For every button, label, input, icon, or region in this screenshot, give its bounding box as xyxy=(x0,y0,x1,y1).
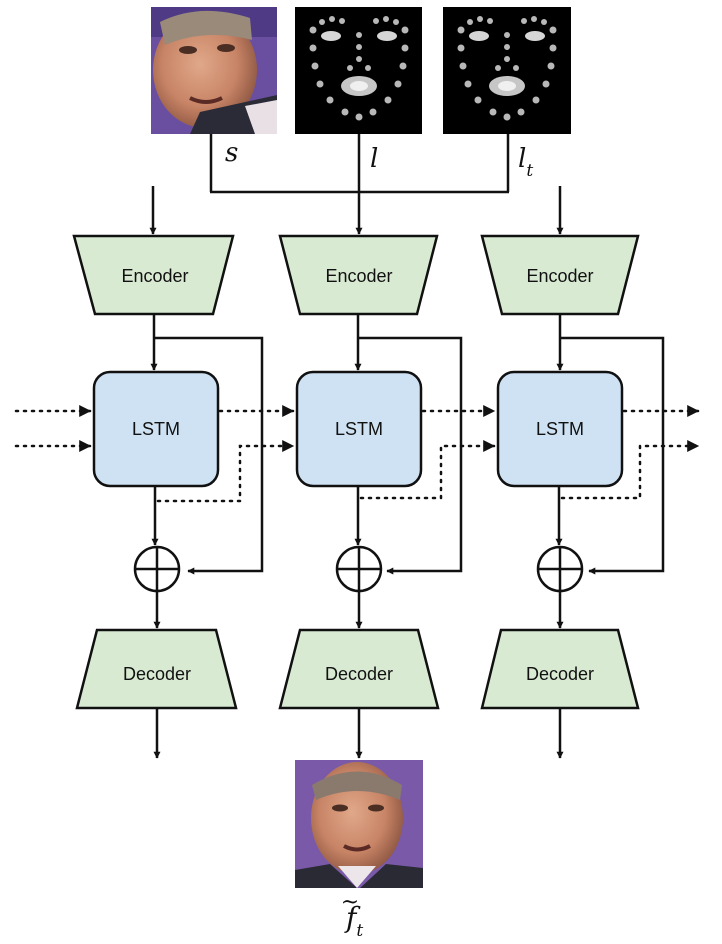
output-face-image xyxy=(295,760,423,888)
lstm-label: LSTM xyxy=(335,419,383,439)
encoder-block xyxy=(480,234,640,316)
cell-state-1-2 xyxy=(156,440,295,503)
decoder-block xyxy=(75,628,238,710)
encoder-label: Encoder xyxy=(325,266,392,286)
sum-operator-icon xyxy=(335,545,383,593)
target-landmark-heatmap-image xyxy=(443,7,571,134)
encoder-block xyxy=(72,234,235,316)
landmark-heatmap-image xyxy=(295,7,422,134)
column-3: Encoder LSTM Decoder xyxy=(480,234,665,759)
encoder-block xyxy=(278,234,439,316)
cell-state-2-3 xyxy=(359,440,496,500)
decoder-label: Decoder xyxy=(325,664,393,684)
skip-connection xyxy=(358,336,463,575)
output-label: ~ ft xyxy=(341,890,364,941)
source-label: s xyxy=(225,138,238,168)
output-symbol: ft xyxy=(344,901,363,941)
cell-state-out xyxy=(560,440,700,500)
decoder-label: Decoder xyxy=(123,664,191,684)
skip-connection xyxy=(560,336,665,575)
column-2: Encoder LSTM Decoder xyxy=(278,234,463,759)
landmark-label: l xyxy=(370,144,378,174)
decoder-block xyxy=(480,628,640,710)
input-connectors xyxy=(209,134,510,194)
sum-operator-icon xyxy=(133,545,181,593)
lstm-label: LSTM xyxy=(132,419,180,439)
source-face-image xyxy=(151,7,277,134)
skip-connection xyxy=(154,336,264,575)
sum-operator-icon xyxy=(536,545,584,593)
target-landmark-label: lt xyxy=(518,144,533,181)
encoder-label: Encoder xyxy=(121,266,188,286)
lstm-label: LSTM xyxy=(536,419,584,439)
encoder-label: Encoder xyxy=(526,266,593,286)
decoder-label: Decoder xyxy=(526,664,594,684)
output-accent: ~ xyxy=(341,890,359,915)
column-1: Encoder LSTM Decoder xyxy=(72,234,264,759)
recurrent-connections xyxy=(14,405,700,503)
decoder-block xyxy=(278,628,440,710)
